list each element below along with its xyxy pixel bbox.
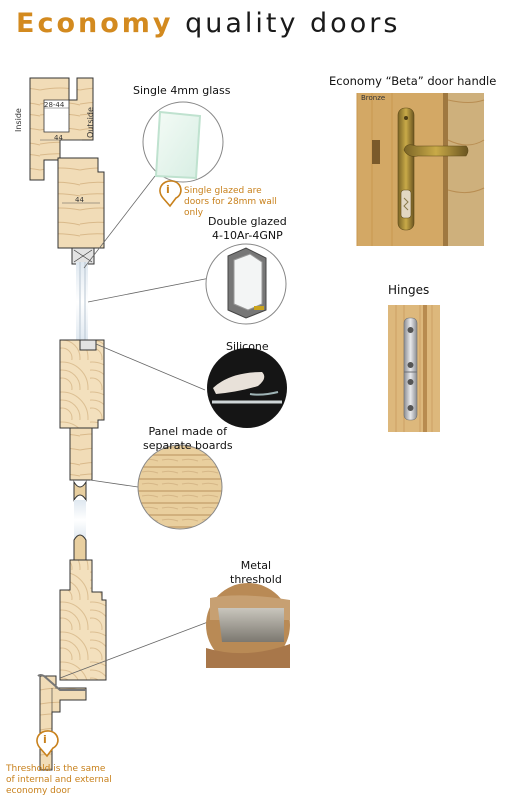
dimension-gap: 28-44 [44, 101, 65, 109]
hinge-photo [388, 305, 440, 432]
threshold-label: Metal threshold [230, 559, 282, 586]
info-icon [159, 180, 182, 208]
inside-label: Inside [14, 108, 23, 132]
door-leaf-middle [59, 339, 105, 429]
info-icon-glyph: i [166, 183, 170, 196]
outside-label: Outside [86, 107, 95, 138]
threshold-note: Threshold is the same of internal and ex… [6, 764, 112, 796]
double-glazed-detail [205, 243, 287, 325]
single-glazed-note: Single glazed are doors for 28mm wall on… [184, 186, 277, 218]
info-icon [36, 730, 59, 758]
dimension-top: 44 [54, 134, 63, 142]
door-handle-photo [356, 93, 485, 246]
info-icon-glyph: i [43, 733, 47, 746]
handle-finish-label: Bronze [361, 94, 386, 102]
door-handle-title: Economy “Beta” door handle [329, 74, 497, 88]
glass-strip [76, 262, 88, 342]
dimension-mid: 44 [75, 196, 84, 204]
hinges-title: Hinges [388, 283, 430, 297]
silicone-label: Silicone [226, 340, 269, 353]
page-title: Economy quality doors [16, 8, 401, 39]
single-glass-detail [142, 101, 224, 183]
metal-threshold-detail [206, 583, 290, 668]
double-glazed-label: Double glazed 4-10Ar-4GNP [208, 215, 287, 242]
panel-section [69, 427, 93, 481]
silicone-detail [207, 348, 287, 428]
panel-label: Panel made of separate boards [143, 425, 233, 452]
door-leaf-bottom [59, 559, 107, 681]
single-glass-label: Single 4mm glass [133, 84, 231, 97]
panel-boards-detail [137, 444, 223, 530]
